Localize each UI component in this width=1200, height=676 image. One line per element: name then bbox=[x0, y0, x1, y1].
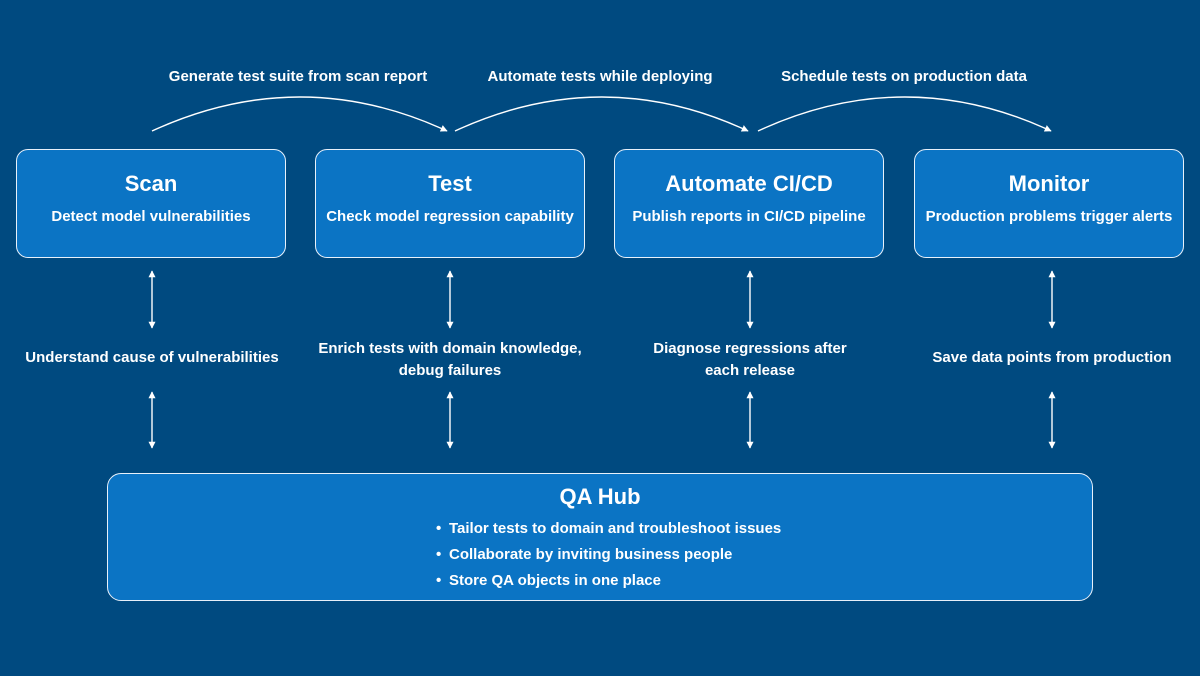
flow-label-test-to-automate: Automate tests while deploying bbox=[487, 68, 713, 85]
interaction-label-monitor: Save data points from production bbox=[907, 347, 1197, 369]
list-item-text: Tailor tests to domain and troubleshoot … bbox=[449, 520, 782, 537]
qa-hub-box: QA Hub • Tailor tests to domain and troub… bbox=[107, 473, 1093, 601]
flow-label-automate-to-monitor: Schedule tests on production data bbox=[781, 68, 1027, 85]
qa-hub-list: • Tailor tests to domain and troubleshoot… bbox=[436, 516, 781, 594]
stage-title: Scan bbox=[124, 171, 178, 196]
bullet-icon: • bbox=[436, 546, 442, 563]
interaction-line: Enrich tests with domain knowledge, bbox=[318, 340, 582, 357]
interaction-line: Save data points from production bbox=[932, 349, 1172, 366]
flow-arrow-scan-to-test bbox=[151, 96, 448, 132]
flow-arrow-test-to-automate bbox=[454, 96, 749, 132]
list-item-text: Store QA objects in one place bbox=[449, 572, 661, 589]
list-item: • Collaborate by inviting business people bbox=[436, 542, 781, 568]
stage-title: Automate CI/CD bbox=[665, 171, 833, 196]
interaction-line: debug failures bbox=[398, 362, 502, 379]
list-item: • Tailor tests to domain and troubleshoot… bbox=[436, 516, 781, 542]
flow-arrow-automate-to-monitor bbox=[757, 96, 1052, 132]
stage-automate-cicd: Automate CI/CD Publish reports in CI/CD … bbox=[614, 149, 884, 258]
interaction-label-scan: Understand cause of vulnerabilities bbox=[7, 347, 297, 369]
interaction-line: Diagnose regressions after bbox=[653, 340, 847, 357]
stage-title: Monitor bbox=[1008, 171, 1090, 196]
stage-title: Test bbox=[428, 171, 472, 196]
bullet-icon: • bbox=[436, 572, 442, 589]
bullet-icon: • bbox=[436, 520, 442, 537]
list-item: • Store QA objects in one place bbox=[436, 568, 781, 594]
interaction-line: each release bbox=[704, 362, 796, 379]
stage-test: Test Check model regression capability bbox=[315, 149, 585, 258]
interaction-label-automate: Diagnose regressions after each release bbox=[605, 338, 895, 382]
stage-scan: Scan Detect model vulnerabilities bbox=[16, 149, 286, 258]
stage-description: Check model regression capability bbox=[326, 208, 574, 225]
stage-description: Publish reports in CI/CD pipeline bbox=[632, 208, 866, 225]
flow-label-scan-to-test: Generate test suite from scan report bbox=[168, 68, 428, 85]
stage-description: Detect model vulnerabilities bbox=[51, 208, 251, 225]
stage-description: Production problems trigger alerts bbox=[925, 208, 1173, 225]
interaction-line: Understand cause of vulnerabilities bbox=[25, 349, 279, 366]
stage-monitor: Monitor Production problems trigger aler… bbox=[914, 149, 1184, 258]
qa-hub-title: QA Hub bbox=[559, 484, 641, 509]
list-item-text: Collaborate by inviting business people bbox=[449, 546, 733, 563]
interaction-label-test: Enrich tests with domain knowledge, debu… bbox=[305, 338, 595, 382]
